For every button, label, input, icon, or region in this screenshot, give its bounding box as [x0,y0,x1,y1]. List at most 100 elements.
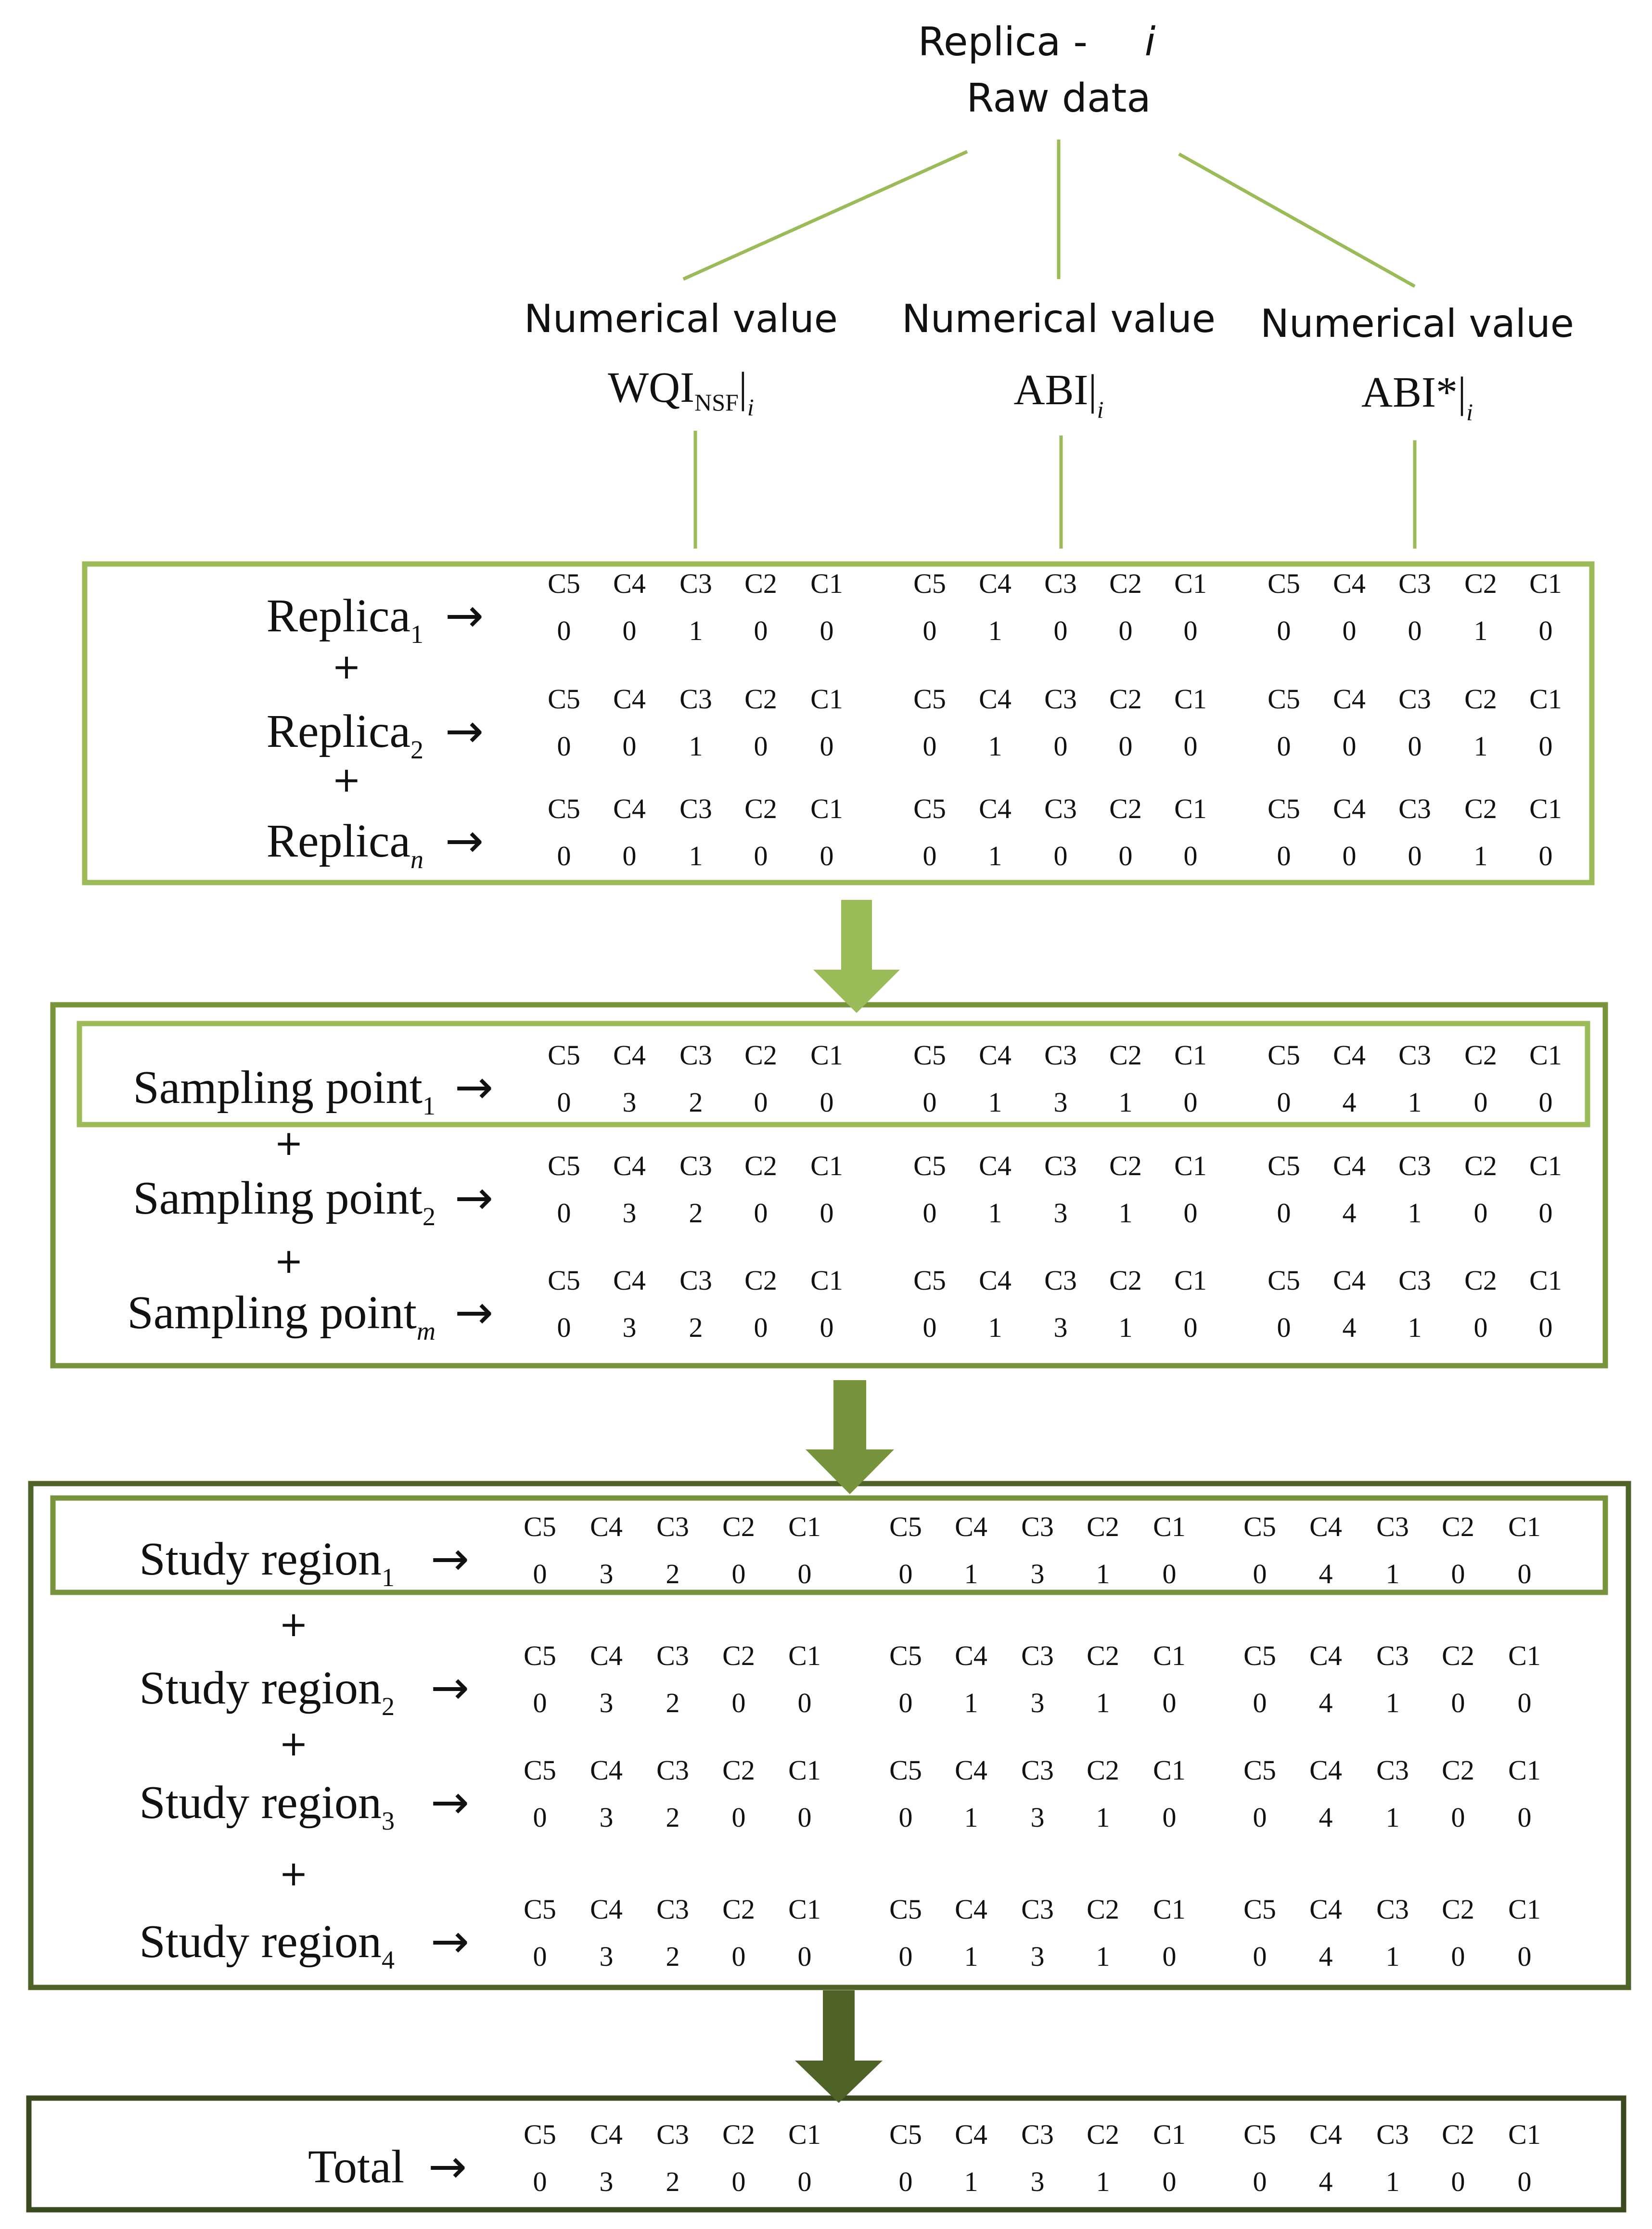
class-header: C4 [613,1265,646,1296]
class-header: C2 [744,683,777,715]
class-value: 2 [666,2166,680,2197]
class-header: C4 [590,1755,623,1786]
class-header: C1 [788,1640,821,1671]
class-value: 0 [1277,730,1291,762]
class-header: C5 [1243,2119,1276,2150]
class-value: 0 [623,615,637,646]
class-value: 0 [557,1087,571,1118]
class-value: 0 [1277,1197,1291,1229]
class-header: C5 [1243,1755,1276,1786]
class-header: C5 [524,1894,556,1925]
class-header: C2 [722,2119,755,2150]
class-value: 0 [798,1941,812,1972]
class-header: C4 [979,793,1012,824]
class-header: C2 [744,1039,777,1071]
class-header: C4 [1333,683,1366,715]
class-header: C3 [1398,683,1431,715]
class-header: C4 [955,1511,987,1542]
class-value: 2 [666,1558,680,1589]
row-label-text: Sampling point [133,1062,423,1114]
class-header: C4 [1333,1039,1366,1071]
class-value: 0 [1253,1687,1267,1718]
class-header: C3 [679,1265,712,1296]
class-header: C4 [1333,568,1366,599]
class-header: C4 [613,1039,646,1071]
class-header: C3 [1044,1039,1077,1071]
class-value: 0 [754,730,768,762]
class-value: 2 [689,1312,703,1343]
row-label-subscript: 1 [423,1091,435,1120]
class-value: 0 [1518,1802,1532,1833]
class-value: 0 [732,1802,746,1833]
row-label: Study region3 [139,1777,395,1835]
class-header: C3 [1044,1150,1077,1181]
class-value: 0 [1539,730,1553,762]
class-value: 1 [1096,1941,1110,1972]
index-eval-subscript: i [747,394,754,421]
class-header: C3 [679,1150,712,1181]
row-label-text: Study region [139,1916,382,1968]
class-header: C2 [1109,793,1142,824]
class-header: C2 [722,1640,755,1671]
class-value: 0 [1184,615,1198,646]
class-header: C2 [744,568,777,599]
block-arrow-1 [813,900,900,1013]
class-header: C5 [1268,683,1300,715]
stage-rows: Replica1→C50C40C31C20C10C50C41C30C20C10C… [127,568,1562,2197]
class-header: C2 [722,1511,755,1542]
class-value: 0 [1451,2166,1465,2197]
row-arrow: → [431,1661,469,1715]
class-header: C2 [1087,1894,1119,1925]
class-value: 0 [1163,1941,1177,1972]
class-header: C5 [913,568,946,599]
class-value: 0 [623,840,637,871]
class-header: C2 [722,1755,755,1786]
class-header: C5 [1268,793,1300,824]
plus-sign: + [332,759,361,800]
class-header: C3 [1398,568,1431,599]
class-header: C2 [1442,1894,1474,1925]
class-header: C5 [913,793,946,824]
class-value: 0 [1451,1802,1465,1833]
class-header: C1 [1529,1150,1562,1181]
class-header: C3 [1044,683,1077,715]
class-header: C4 [955,1894,987,1925]
region-highlight-box [50,1495,1608,1595]
class-header: C3 [679,1039,712,1071]
class-value: 1 [1408,1087,1422,1118]
class-value: 2 [689,1197,703,1229]
class-value: 0 [754,1197,768,1229]
class-value: 0 [1539,1087,1553,1118]
source-title-index: i [1145,19,1156,65]
class-value: 0 [1119,840,1133,871]
class-header: C3 [679,683,712,715]
class-value: 2 [689,1087,703,1118]
class-value: 3 [1054,1087,1068,1118]
class-value: 0 [1451,1558,1465,1589]
class-header: C2 [1087,2119,1119,2150]
class-value: 1 [689,840,703,871]
class-header: C2 [1464,568,1497,599]
class-header: C5 [913,1265,946,1296]
class-value: 0 [1277,615,1291,646]
class-header: C4 [979,1150,1012,1181]
class-value: 0 [533,1802,547,1833]
class-value: 0 [820,730,834,762]
class-value: 0 [1343,840,1357,871]
class-value: 0 [533,1558,547,1589]
class-header: C5 [524,2119,556,2150]
class-value: 0 [1408,840,1422,871]
class-value: 3 [1054,1197,1068,1229]
class-header: C4 [1309,1755,1342,1786]
